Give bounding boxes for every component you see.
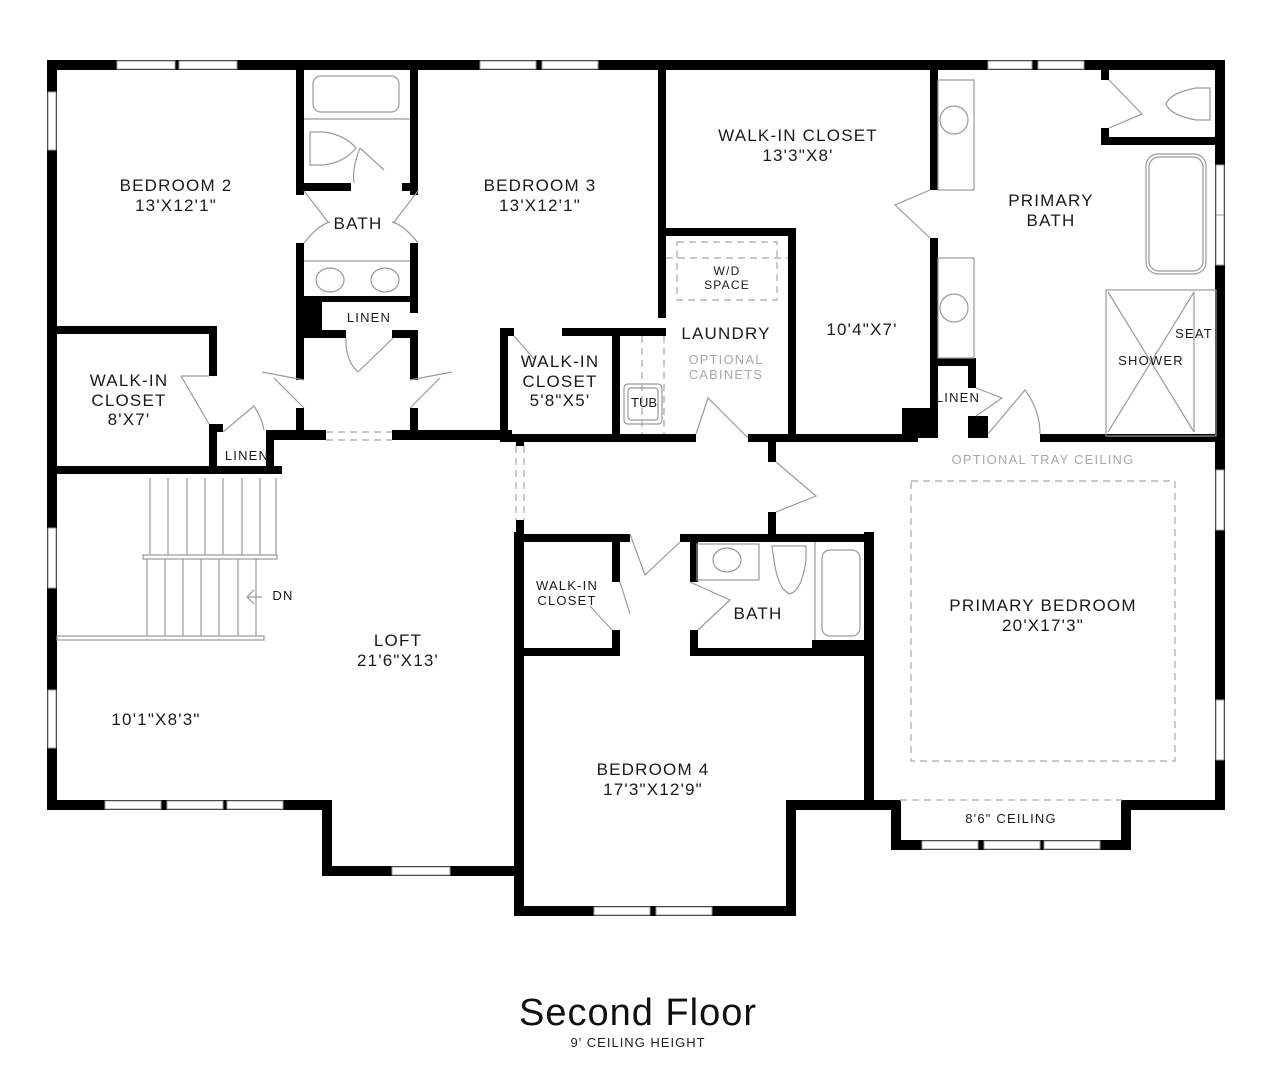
room-name-line1: WALK-IN	[520, 352, 600, 371]
room-size: 10'1"X8'3"	[111, 710, 201, 729]
optional-tray-ceiling-note: OPTIONAL TRAY CEILING	[951, 452, 1135, 468]
room-name: LOFT	[373, 631, 423, 650]
laundry-optional-cabinets-note: OPTIONAL CABINETS	[688, 352, 764, 383]
room-laundry: LAUNDRY	[681, 324, 770, 344]
room-name-line1: WALK-IN	[535, 578, 599, 593]
room-primary-bath: PRIMARY BATH	[1008, 191, 1094, 230]
room-shower: SHOWER	[1118, 353, 1184, 369]
note-line2: CABINETS	[688, 366, 764, 382]
room-size: 20'X17'3"	[1002, 615, 1084, 635]
note-text: 8'6" CEILING	[965, 811, 1057, 826]
room-name: LINEN	[346, 310, 392, 325]
room-size: 8'X7'	[107, 410, 151, 430]
room-name: BEDROOM 2	[119, 176, 233, 195]
room-linen-primary: LINEN	[935, 390, 981, 406]
room-name-line2: CLOSET	[91, 390, 167, 410]
room-name-line2: CLOSET	[522, 371, 598, 391]
room-name: BATH	[733, 604, 783, 623]
room-name: BATH	[333, 214, 383, 233]
room-walkin-closet-primary: WALK-IN CLOSET 13'3"X8'	[718, 126, 878, 165]
room-linen-upper: LINEN	[346, 310, 392, 326]
room-walkin-closet-b2: WALK-IN CLOSET 8'X7'	[90, 371, 169, 430]
room-name-line1: WALK-IN	[89, 371, 169, 390]
room-name: LAUNDRY	[681, 324, 771, 343]
room-name: PRIMARY BEDROOM	[949, 596, 1137, 615]
room-name: LINEN	[935, 390, 981, 405]
laundry-tub: TUB	[631, 395, 657, 411]
room-name-line2: CLOSET	[537, 592, 597, 608]
room-size: 13'3"X8'	[762, 145, 834, 165]
room-linen-lower: LINEN	[224, 448, 270, 464]
shower-seat: SEAT	[1175, 326, 1213, 342]
room-walkin-closet-b3: WALK-IN CLOSET 5'8"X5'	[521, 352, 600, 411]
interior-walls	[55, 68, 1225, 656]
windows	[47, 60, 1225, 916]
room-name-line2: BATH	[1026, 210, 1076, 230]
room-bedroom-2: BEDROOM 2 13'X12'1"	[120, 176, 233, 215]
room-primary-bedroom: PRIMARY BEDROOM 20'X17'3"	[949, 596, 1136, 635]
room-name: SHOWER	[1118, 353, 1184, 368]
walkin-closet-primary-secondary-size: 10'4"X7'	[826, 320, 897, 340]
room-name: BEDROOM 3	[483, 176, 597, 195]
room-bath-b4: BATH	[734, 604, 783, 624]
room-name: BEDROOM 4	[596, 760, 710, 779]
room-bedroom-4: BEDROOM 4 17'3"X12'9"	[597, 760, 710, 799]
room-name: LINEN	[224, 448, 270, 463]
loft-alcove-size: 10'1"X8'3"	[111, 710, 200, 730]
room-name-line1: PRIMARY	[1008, 191, 1094, 210]
note-text: OPTIONAL TRAY CEILING	[951, 452, 1135, 467]
bay-ceiling-note: 8'6" CEILING	[965, 811, 1057, 827]
fixture-name: SEAT	[1175, 326, 1213, 341]
room-size: 13'X12'1"	[499, 195, 581, 215]
room-loft: LOFT 21'6"X13'	[357, 631, 439, 670]
fixtures	[304, 75, 1217, 801]
fixture-line1: W/D	[713, 264, 741, 278]
room-size: 5'8"X5'	[529, 391, 591, 411]
doors	[180, 79, 1144, 631]
room-size: 21'6"X13'	[357, 650, 439, 670]
fixture-name: TUB	[631, 395, 657, 410]
room-walkin-closet-b4: WALK-IN CLOSET	[535, 578, 599, 609]
note-line1: OPTIONAL	[688, 352, 764, 367]
plan-subtitle: 9' CEILING HEIGHT	[570, 1035, 706, 1050]
stairs-direction: DN	[272, 588, 294, 603]
room-name: WALK-IN CLOSET	[718, 126, 878, 145]
wd-space: W/D SPACE	[704, 264, 750, 293]
stairs-down-label: DN	[272, 588, 294, 604]
stairs	[56, 478, 278, 641]
room-bedroom-3: BEDROOM 3 13'X12'1"	[484, 176, 597, 215]
room-size: 17'3"X12'9"	[603, 779, 703, 799]
room-size: 13'X12'1"	[135, 195, 217, 215]
fixture-line2: SPACE	[704, 277, 750, 292]
room-bath-shared: BATH	[334, 214, 383, 234]
plan-title: Second Floor	[518, 992, 758, 1034]
room-size: 10'4"X7'	[826, 320, 898, 339]
